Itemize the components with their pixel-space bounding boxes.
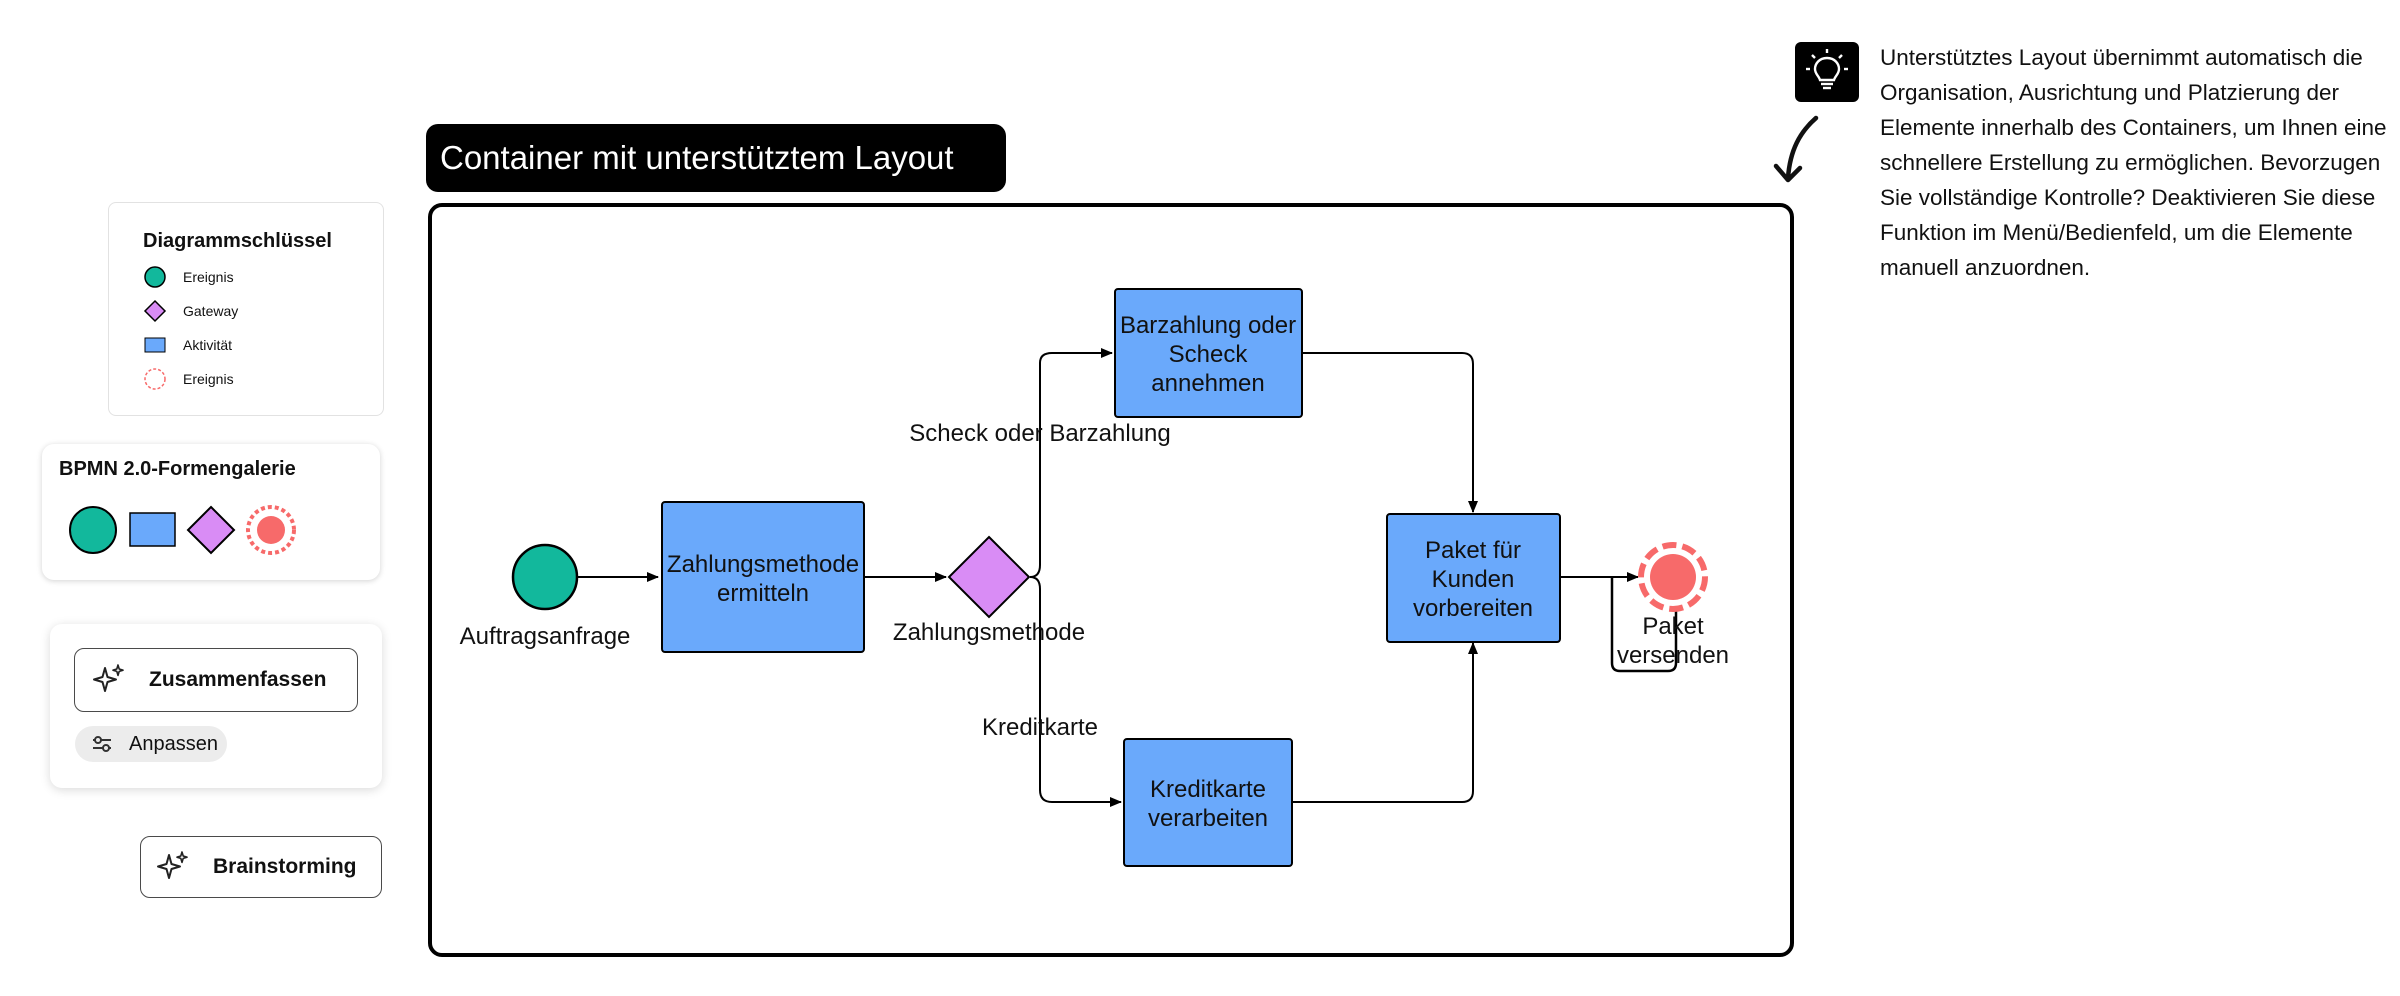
layout-container[interactable] [428,203,1794,957]
sliders-icon [93,736,111,752]
activity-cash-label-2: Scheck [1169,341,1249,368]
adjust-button[interactable]: Anpassen [75,726,227,762]
brainstorming-label: Brainstorming [213,855,357,878]
activity-cash-label-3: annehmen [1151,370,1264,397]
summarize-label: Zusammenfassen [149,668,327,691]
legend-item-gateway: Gateway [143,299,238,323]
note-pointer-arrow [1785,115,1819,181]
activity-determine-label-1: Zahlungsmethode [667,551,859,578]
legend-item-activity: Aktivität [143,333,232,357]
container-title-tab[interactable]: Container mit unterstütztem Layout [426,124,1006,192]
start-event[interactable] [511,543,579,611]
activity-icon [144,337,166,353]
gateway-payment-method[interactable] [947,535,1031,619]
brainstorming-button[interactable]: Brainstorming [140,836,382,898]
gallery-event-shape[interactable] [69,506,117,554]
ai-actions-panel: Zusammenfassen Anpassen [50,624,382,788]
activity-determine-label-2: ermitteln [717,580,809,607]
gallery-shapes [69,505,296,555]
gateway-label: Zahlungsmethode [893,619,1085,646]
legend-item-label: Gateway [183,303,239,319]
adjust-label: Anpassen [129,732,218,755]
activity-credit-label-1: Kreditkarte [1150,776,1266,803]
end-event-label-1: Paket [1642,613,1704,640]
end-event-label-box [1610,577,1678,673]
gallery-gateway-shape[interactable] [186,505,236,555]
end-event-label-2: versenden [1617,642,1729,669]
container-title: Container mit unterstütztem Layout [440,139,954,176]
gateway-icon [143,299,167,323]
flow-cash-to-prepare [1302,352,1478,513]
note-icon-box [1795,42,1859,102]
legend-item-event: Ereignis [143,265,234,289]
activity-process-credit[interactable] [1123,738,1293,867]
summarize-button[interactable]: Zusammenfassen [74,648,358,712]
legend-item-label: Ereignis [183,371,234,387]
flow-gateway-to-credit [1029,576,1122,807]
activity-prepare-package[interactable] [1386,513,1561,643]
gallery-activity-shape[interactable] [129,512,176,547]
end-event[interactable] [1638,542,1708,612]
legend-item-end-event: Ereignis [143,367,234,391]
legend-title: Diagrammschlüssel [143,230,332,252]
sparkle-icon [157,851,188,879]
end-event-icon [144,368,166,390]
activity-cash-label-1: Barzahlung oder [1120,312,1296,339]
sparkle-icon [93,664,124,692]
activity-accept-cash[interactable] [1114,288,1303,418]
activity-prepare-label-3: vorbereiten [1413,595,1533,622]
start-event-label: Auftragsanfrage [460,623,631,650]
edge-label-credit: Kreditkarte [982,714,1098,741]
gallery-end-event-shape[interactable] [246,505,296,555]
lightbulb-icon [1806,49,1848,90]
flow-credit-to-prepare [1292,642,1478,803]
diagram-key-panel: Diagrammschlüssel Ereignis Gateway Aktiv… [108,202,384,416]
legend-item-label: Aktivität [183,337,233,353]
legend-item-label: Ereignis [183,269,234,285]
gallery-title: BPMN 2.0-Formengalerie [59,458,296,480]
flow-gateway-to-cash [1029,348,1113,578]
start-event-icon [144,266,166,288]
edge-label-cash: Scheck oder Barzahlung [909,420,1171,447]
activity-prepare-label-2: Kunden [1432,566,1515,593]
layout-hint-text: Unterstütztes Layout übernimmt automatis… [1880,45,2387,280]
shape-gallery-panel: BPMN 2.0-Formengalerie [42,444,380,580]
activity-determine-payment[interactable] [661,501,865,653]
activity-prepare-label-1: Paket für [1425,537,1521,564]
activity-credit-label-2: verarbeiten [1148,805,1268,832]
note-pointer-arrowhead [1773,163,1803,183]
